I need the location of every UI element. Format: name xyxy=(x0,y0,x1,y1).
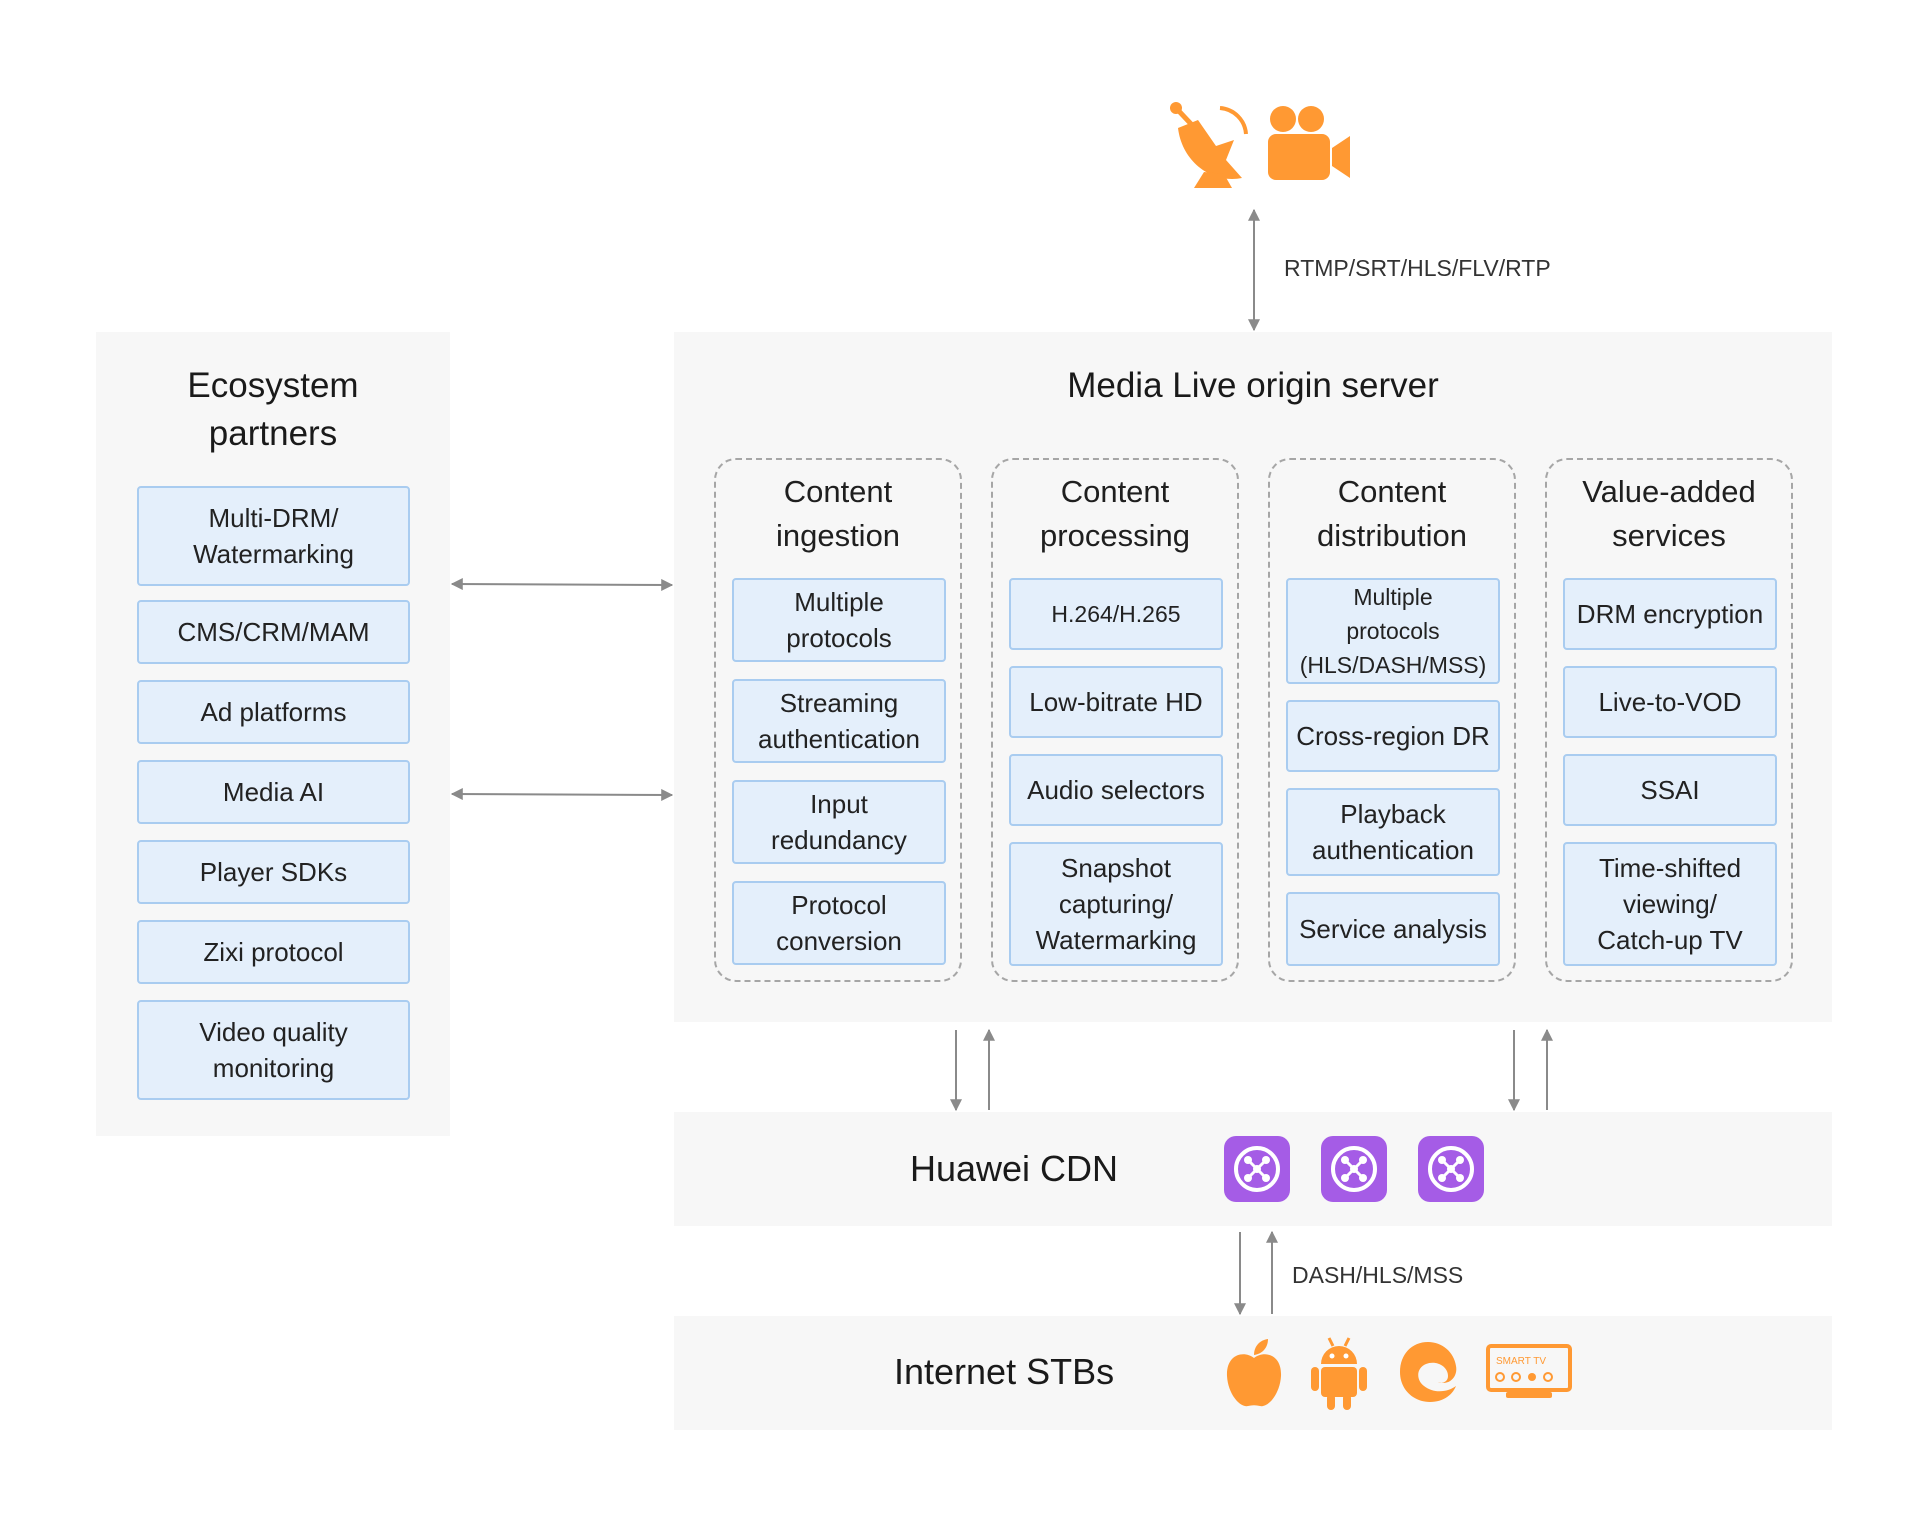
partner-multi-drm: Multi-DRM/ Watermarking xyxy=(137,486,410,586)
edge-browser-icon xyxy=(1400,1342,1457,1402)
feature-box: Streaming authentication xyxy=(732,679,946,763)
partner-zixi-protocol: Zixi protocol xyxy=(137,920,410,984)
satellite-dish-icon xyxy=(1170,102,1248,188)
arrow-ecosystem-1 xyxy=(450,578,674,591)
smart-tv-icon: SMART TV xyxy=(1486,1344,1572,1398)
feature-box: Live-to-VOD xyxy=(1563,666,1777,738)
feature-box: Time-shifted viewing/ Catch-up TV xyxy=(1563,842,1777,966)
partner-player-sdks: Player SDKs xyxy=(137,840,410,904)
feature-box: Multiple protocols (HLS/DASH/MSS) xyxy=(1286,578,1500,684)
internet-stbs-panel: Internet STBs SMART TV xyxy=(674,1316,1832,1430)
partner-video-quality: Video quality monitoring xyxy=(137,1000,410,1100)
partner-cms-crm-mam: CMS/CRM/MAM xyxy=(137,600,410,664)
partner-media-ai: Media AI xyxy=(137,760,410,824)
origin-server-title: Media Live origin server xyxy=(1067,366,1439,405)
feature-box: Service analysis xyxy=(1286,892,1500,966)
feature-box: Low-bitrate HD xyxy=(1009,666,1223,738)
smart-tv-text: SMART TV xyxy=(1496,1356,1546,1367)
ecosystem-partners-panel: Ecosystem partners Multi-DRM/ Watermarki… xyxy=(96,332,450,1136)
group-title: Content distribution xyxy=(1317,474,1467,553)
cdn-node-icon xyxy=(1418,1136,1484,1202)
feature-box: Audio selectors xyxy=(1009,754,1223,826)
group-title: Content processing xyxy=(1040,474,1190,553)
feature-box: DRM encryption xyxy=(1563,578,1777,650)
feature-box: Snapshot capturing/ Watermarking xyxy=(1009,842,1223,966)
feature-box: Protocol conversion xyxy=(732,881,946,965)
apple-icon xyxy=(1226,1339,1282,1407)
feature-box: Playback authentication xyxy=(1286,788,1500,876)
video-camera-icon xyxy=(1268,106,1350,180)
feature-box: Input redundancy xyxy=(732,780,946,864)
group-title: Value-added services xyxy=(1582,474,1756,553)
huawei-cdn-panel: Huawei CDN xyxy=(674,1112,1832,1226)
top-protocol-label: RTMP/SRT/HLS/FLV/RTP xyxy=(1284,255,1551,281)
bottom-protocol-label: DASH/HLS/MSS xyxy=(1292,1262,1464,1288)
cdn-node-icon xyxy=(1224,1136,1290,1202)
arrow-ecosystem-2 xyxy=(450,788,674,801)
internet-stbs-title: Internet STBs xyxy=(894,1351,1115,1392)
group-title: Content ingestion xyxy=(775,474,901,553)
feature-box: H.264/H.265 xyxy=(1009,578,1223,650)
group-content-processing: Content processing H.264/H.265 Low-bitra… xyxy=(991,458,1239,982)
group-content-ingestion: Content ingestion Multiple protocols Str… xyxy=(714,458,962,982)
feature-box: SSAI xyxy=(1563,754,1777,826)
android-icon xyxy=(1311,1337,1367,1410)
huawei-cdn-title: Huawei CDN xyxy=(910,1148,1119,1189)
group-content-distribution: Content distribution Multiple protocols … xyxy=(1268,458,1516,982)
origin-server-panel: Media Live origin server Content ingesti… xyxy=(674,332,1832,1022)
feature-box: Cross-region DR xyxy=(1286,700,1500,772)
group-value-added-services: Value-added services DRM encryption Live… xyxy=(1545,458,1793,982)
cdn-node-icon xyxy=(1321,1136,1387,1202)
partner-ad-platforms: Ad platforms xyxy=(137,680,410,744)
ecosystem-partners-title: Ecosystem partners xyxy=(187,366,359,453)
feature-box: Multiple protocols xyxy=(732,578,946,662)
